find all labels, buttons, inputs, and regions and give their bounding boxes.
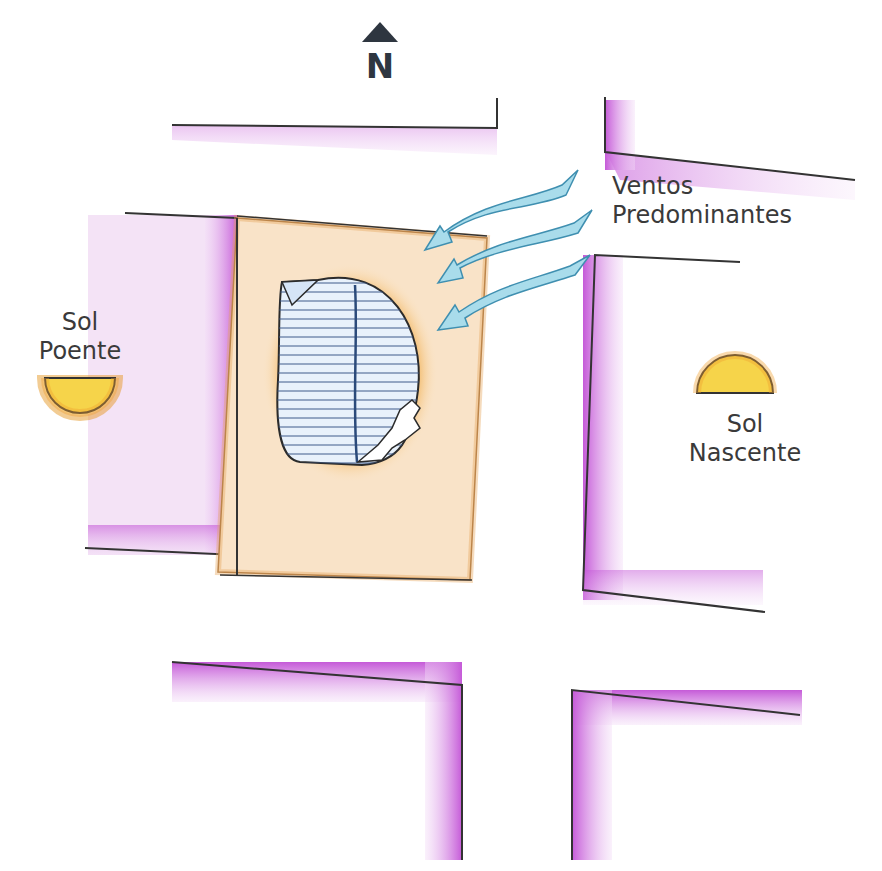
- sunset-label: Sol Poente: [25, 308, 135, 366]
- wind-label: Ventos Predominantes: [612, 172, 862, 230]
- sunrise-label: Sol Nascente: [680, 410, 810, 468]
- north-letter: N: [360, 46, 400, 87]
